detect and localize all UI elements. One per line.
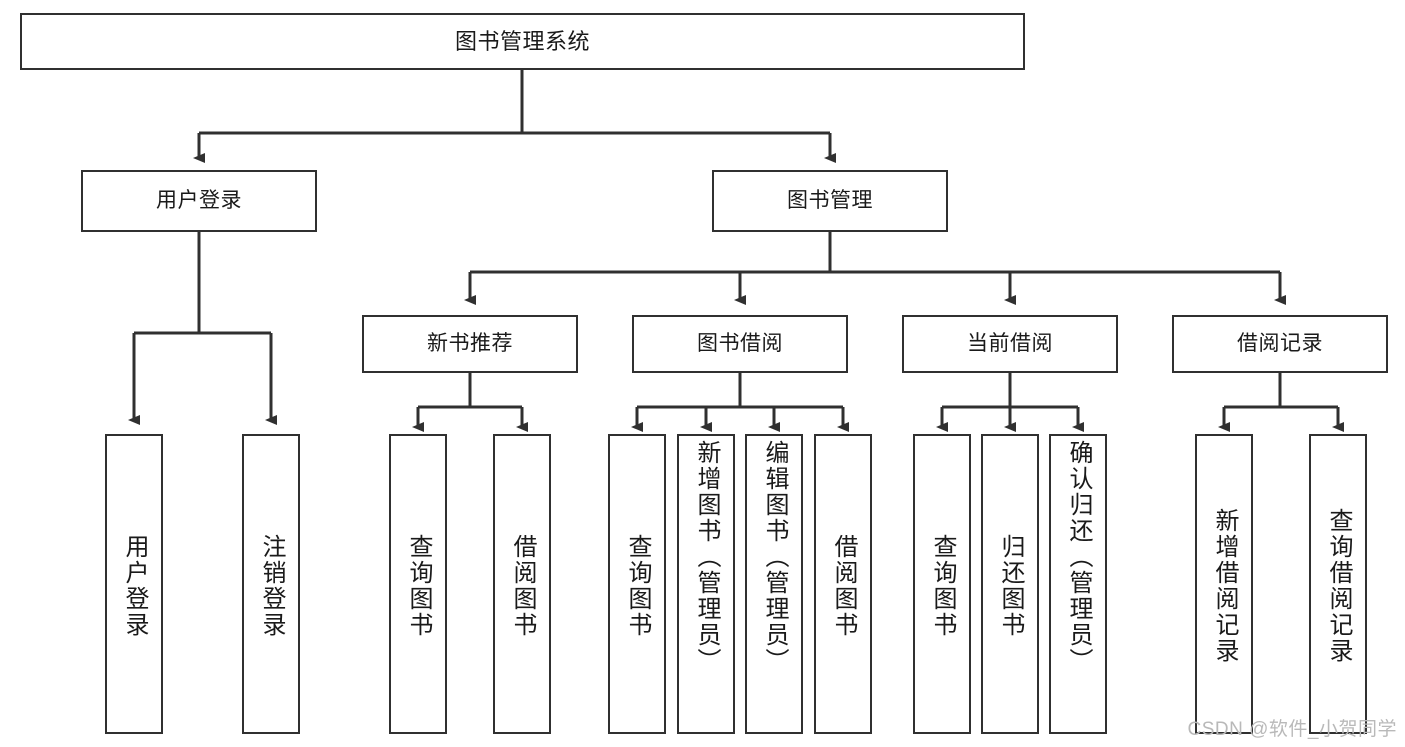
leaf-borrow-edit-book[interactable]: 编辑图书（管理员） [745, 434, 803, 734]
leaf-current-return-book-label: 归还图书 [997, 534, 1024, 638]
leaf-user-login-login[interactable]: 用户登录 [105, 434, 163, 734]
node-book-management[interactable]: 图书管理 [712, 170, 948, 232]
leaf-borrow-edit-book-label: 编辑图书（管理员） [761, 440, 788, 674]
leaf-new-book-borrow[interactable]: 借阅图书 [493, 434, 551, 734]
leaf-record-add-label: 新增借阅记录 [1211, 508, 1238, 664]
leaf-record-add[interactable]: 新增借阅记录 [1195, 434, 1253, 734]
leaf-user-login-login-label: 用户登录 [121, 534, 148, 638]
leaf-borrow-borrow-book[interactable]: 借阅图书 [814, 434, 872, 734]
leaf-new-book-query-label: 查询图书 [405, 534, 432, 638]
node-root-label: 图书管理系统 [454, 28, 590, 54]
leaf-borrow-add-book-label: 新增图书（管理员） [693, 440, 720, 674]
leaf-borrow-borrow-book-label: 借阅图书 [830, 534, 857, 638]
leaf-current-return-book[interactable]: 归还图书 [981, 434, 1039, 734]
node-new-book-recommend[interactable]: 新书推荐 [362, 315, 578, 373]
leaf-borrow-add-book[interactable]: 新增图书（管理员） [677, 434, 735, 734]
node-user-login-label: 用户登录 [156, 188, 242, 212]
node-book-borrow-label: 图书借阅 [697, 331, 783, 355]
leaf-borrow-query-book-label: 查询图书 [624, 534, 651, 638]
node-borrow-record-label: 借阅记录 [1237, 331, 1323, 355]
node-borrow-record[interactable]: 借阅记录 [1172, 315, 1388, 373]
leaf-borrow-query-book[interactable]: 查询图书 [608, 434, 666, 734]
leaf-record-query[interactable]: 查询借阅记录 [1309, 434, 1367, 734]
leaf-new-book-borrow-label: 借阅图书 [509, 534, 536, 638]
leaf-user-login-logout-label: 注销登录 [258, 534, 285, 638]
node-user-login[interactable]: 用户登录 [81, 170, 317, 232]
leaf-new-book-query[interactable]: 查询图书 [389, 434, 447, 734]
node-current-borrow[interactable]: 当前借阅 [902, 315, 1118, 373]
leaf-current-query-book-label: 查询图书 [929, 534, 956, 638]
node-root[interactable]: 图书管理系统 [20, 13, 1025, 70]
leaf-current-confirm-return-label: 确认归还（管理员） [1065, 440, 1092, 674]
leaf-user-login-logout[interactable]: 注销登录 [242, 434, 300, 734]
leaf-record-query-label: 查询借阅记录 [1325, 508, 1352, 664]
node-book-borrow[interactable]: 图书借阅 [632, 315, 848, 373]
leaf-current-query-book[interactable]: 查询图书 [913, 434, 971, 734]
node-book-management-label: 图书管理 [787, 188, 873, 212]
node-current-borrow-label: 当前借阅 [967, 331, 1053, 355]
node-new-book-recommend-label: 新书推荐 [427, 331, 513, 355]
leaf-current-confirm-return[interactable]: 确认归还（管理员） [1049, 434, 1107, 734]
